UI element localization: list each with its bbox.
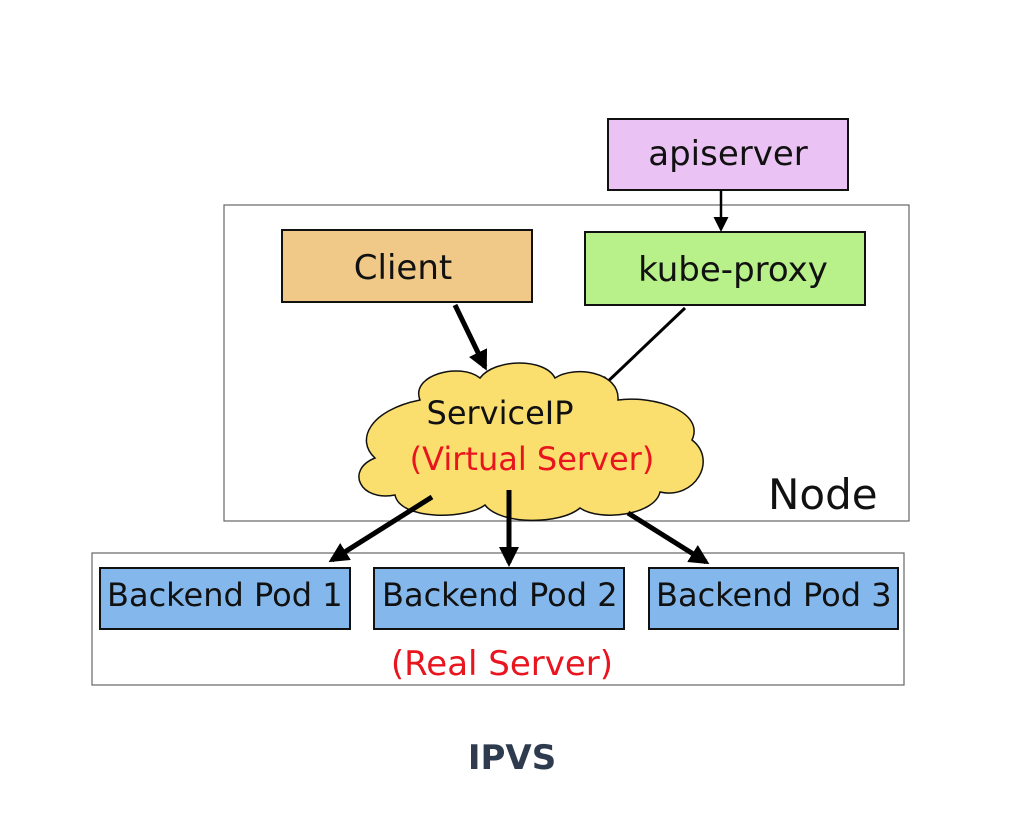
apiserver-box <box>607 118 849 191</box>
backend-pod-2-label: Backend Pod 2 <box>382 576 618 614</box>
backend-pod-1-box <box>99 567 351 630</box>
arrow-client-to-serviceip <box>452 303 488 371</box>
kube-proxy-label: kube-proxy <box>638 250 828 290</box>
client-label: Client <box>354 248 452 288</box>
arrow-kube-proxy-to-serviceip <box>600 306 687 389</box>
serviceip-label: ServiceIP <box>427 394 574 432</box>
backend-pod-3-label: Backend Pod 3 <box>656 576 892 614</box>
serviceip-cloud <box>358 362 704 522</box>
virtual-server-label: (Virtual Server) <box>410 440 655 478</box>
backend-pod-1-label: Backend Pod 1 <box>107 576 343 614</box>
arrow-serviceip-to-pod-3 <box>626 510 710 565</box>
node-label: Node <box>768 470 878 519</box>
arrow-serviceip-to-pod-1 <box>328 494 434 563</box>
backend-pod-2-box <box>373 567 625 630</box>
real-server-label: (Real Server) <box>391 644 613 684</box>
real-server-container <box>91 552 905 686</box>
node-container <box>223 204 910 522</box>
client-box <box>281 229 533 303</box>
kube-proxy-box <box>584 231 866 306</box>
backend-pod-3-box <box>648 567 899 630</box>
apiserver-label: apiserver <box>648 134 808 174</box>
diagram-caption: IPVS <box>467 738 557 778</box>
